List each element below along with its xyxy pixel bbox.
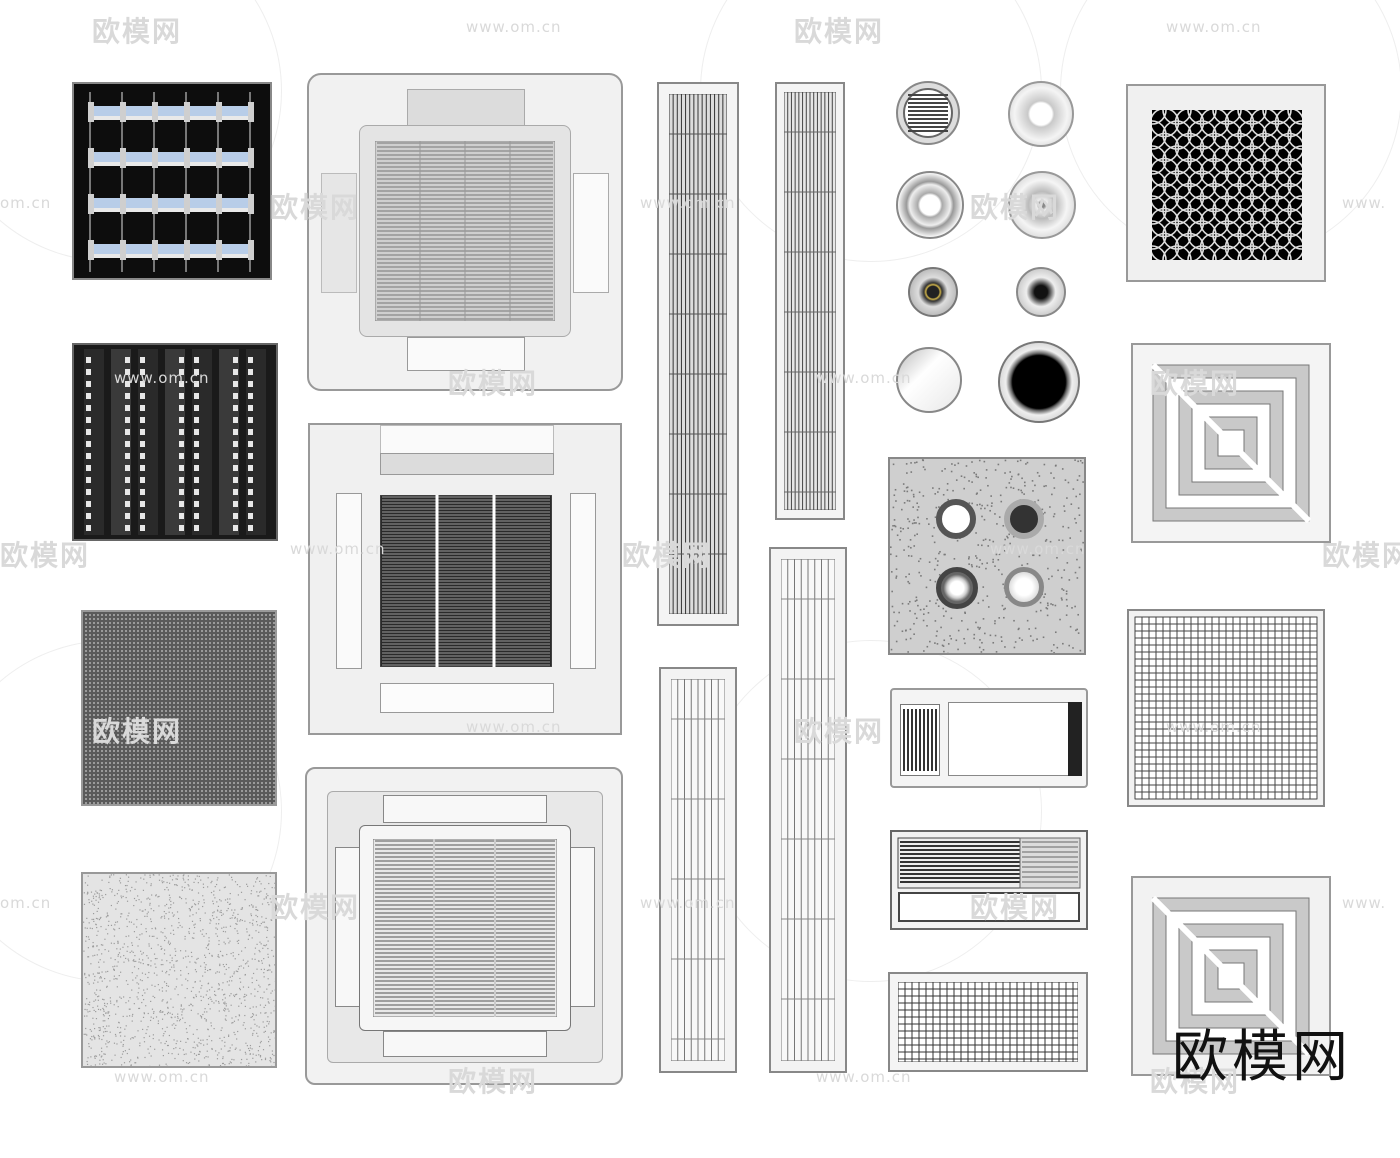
watermark-url: www. (1342, 894, 1387, 912)
watermark-url: www.om.cn (640, 194, 736, 212)
watermark-url: www.om.cn (816, 369, 912, 387)
left-vane (336, 493, 362, 669)
round-jet-vent[interactable] (896, 171, 964, 239)
small-round-vent[interactable] (1016, 267, 1066, 317)
watermark-url: www.om.cn (114, 1068, 210, 1086)
egg-crate-pattern (1134, 616, 1318, 800)
heater-control-strip (1068, 702, 1082, 776)
concentric-square-pattern (1150, 895, 1312, 1057)
watermark-logo: 欧模网 (0, 539, 91, 572)
watermark-url: www.om.cn (640, 894, 736, 912)
bottom-vane (383, 1031, 547, 1057)
decorative-pattern-grille[interactable] (1126, 84, 1326, 282)
slot-bars (669, 94, 727, 614)
right-vane (569, 847, 595, 1007)
intake-grille (375, 141, 555, 321)
watermark-url: www.om.cn (466, 718, 562, 736)
heater-vent (900, 704, 940, 776)
right-vane (573, 173, 609, 293)
watermark-logo: 欧模网 (270, 891, 361, 924)
watermark-logo: 欧模网 (92, 15, 183, 48)
egg-crate-grille[interactable] (1127, 609, 1325, 807)
linear-grille-4[interactable] (769, 547, 847, 1073)
right-vane (570, 493, 596, 669)
mesh-grille[interactable] (888, 972, 1088, 1072)
square-plaque-diffuser-1[interactable] (1131, 343, 1331, 543)
watermark-logo: 欧模网 (448, 367, 539, 400)
intake-grille (373, 839, 557, 1017)
left-vane (321, 173, 357, 293)
acoustic-ceiling-tile[interactable] (81, 872, 277, 1068)
round-vent-dark[interactable] (1004, 499, 1044, 539)
round-vent-set (888, 75, 1088, 425)
slot-bars (784, 92, 836, 510)
linear-grille-3[interactable] (659, 667, 737, 1073)
bathroom-heater-panel[interactable] (890, 688, 1088, 788)
linear-slot-diffuser-1[interactable] (657, 82, 739, 626)
watermark-logo: 欧模网 (448, 1065, 539, 1098)
watermark-url: om.cn (0, 894, 52, 912)
left-vane (335, 847, 361, 1007)
watermark-url: om.cn (0, 194, 52, 212)
circle-lattice-pattern (1152, 110, 1302, 260)
brand-mark: 欧模网 (1172, 1025, 1352, 1090)
cassette-ac-unit-2[interactable] (308, 423, 622, 735)
mesh-pattern (898, 982, 1078, 1062)
watermark-url: www.om.cn (1166, 718, 1262, 736)
watermark-url: www.om.cn (290, 540, 386, 558)
watermark-logo: 欧模网 (1150, 367, 1241, 400)
watermark-url: www.om.cn (990, 540, 1086, 558)
return-air-grille[interactable] (890, 830, 1088, 930)
watermark-url: www.om.cn (816, 1068, 912, 1086)
return-grille-bars (897, 837, 1081, 889)
perforated-panel[interactable] (81, 610, 277, 806)
louvre-grille-dark[interactable] (72, 82, 272, 280)
round-grille-bars (903, 88, 953, 138)
watermark-url: www. (1342, 194, 1387, 212)
grille-bars (671, 679, 725, 1061)
watermark-logo: 欧模网 (794, 15, 885, 48)
bottom-vane (407, 337, 525, 371)
round-black-vent[interactable] (998, 341, 1080, 423)
round-grille-vent[interactable] (896, 81, 960, 145)
watermark-logo: 欧模网 (92, 715, 183, 748)
round-disc-vent[interactable] (1008, 81, 1074, 147)
cassette-ac-unit-1[interactable] (307, 73, 623, 391)
watermark-logo: 欧模网 (622, 539, 713, 572)
bottom-vane (380, 683, 554, 713)
round-lens-vent[interactable] (896, 347, 962, 413)
blade-pattern (84, 349, 266, 535)
round-vent-white[interactable] (936, 499, 976, 539)
heater-vent-bars (903, 709, 937, 771)
intake-grille (380, 495, 552, 667)
top-vane (383, 795, 547, 823)
ceiling-tile-with-vents[interactable] (888, 457, 1086, 655)
linear-slot-diffuser-2[interactable] (775, 82, 845, 520)
acoustic-speckle (83, 874, 277, 1068)
top-vane (407, 89, 525, 127)
return-filter-panel (898, 892, 1080, 922)
grille-bars (781, 559, 835, 1061)
round-swirl-vent[interactable] (1008, 171, 1076, 239)
louvre-pattern (88, 92, 254, 272)
watermark-logo: 欧模网 (970, 891, 1061, 924)
round-vent-ring[interactable] (936, 567, 978, 609)
square-plaque-diffuser-2[interactable] (1131, 876, 1331, 1076)
watermark-logo: 欧模网 (970, 191, 1061, 224)
perforation-pattern (85, 614, 275, 804)
watermark-logo: 欧模网 (270, 191, 361, 224)
blade-grille-dark[interactable] (72, 343, 278, 541)
watermark-url: www.om.cn (466, 18, 562, 36)
top-vane-louver (380, 453, 554, 475)
small-round-vent[interactable] (908, 267, 958, 317)
watermark-logo: 欧模网 (1322, 539, 1400, 572)
heater-lamp-panel (948, 702, 1072, 776)
watermark-url: www.om.cn (1166, 18, 1262, 36)
watermark-logo: 欧模网 (1150, 1065, 1241, 1098)
cassette-ac-unit-3[interactable] (305, 767, 623, 1085)
watermark-logo: 欧模网 (794, 715, 885, 748)
watermark-url: www.om.cn (114, 369, 210, 387)
concentric-square-pattern (1150, 362, 1312, 524)
round-vent-light[interactable] (1004, 567, 1044, 607)
